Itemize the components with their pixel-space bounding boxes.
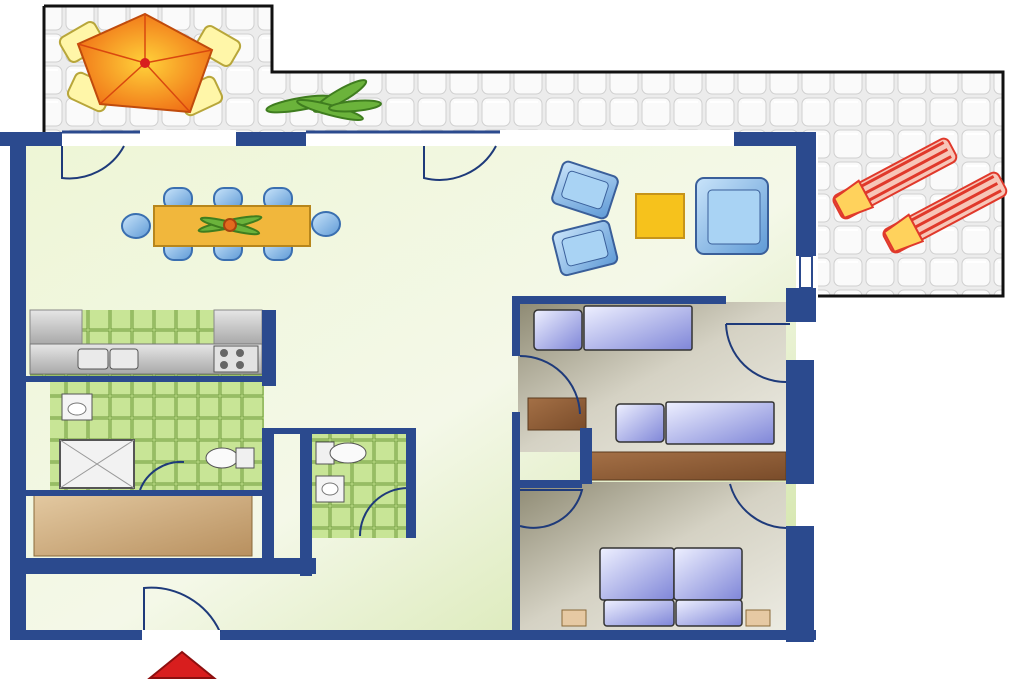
washbasin-icon	[315, 475, 345, 503]
bathroom	[50, 382, 264, 491]
wardrobe	[589, 451, 787, 481]
coffee-table	[635, 193, 685, 239]
sofa	[695, 177, 769, 255]
walls	[0, 130, 816, 642]
storage-room	[33, 493, 253, 557]
kitchen	[29, 309, 263, 376]
nightstand	[527, 397, 587, 431]
sink-icon	[77, 348, 139, 370]
toilet-icon	[315, 441, 367, 465]
lounge	[551, 160, 769, 277]
dining-table	[121, 187, 341, 261]
toilet-icon	[205, 447, 255, 469]
washbasin-icon	[61, 393, 93, 421]
parasol-icon	[58, 12, 242, 117]
stove-icon	[213, 345, 259, 373]
plant-icon	[197, 215, 263, 236]
plant-icon	[265, 79, 382, 122]
bedroom-1	[518, 302, 790, 452]
bedroom-2	[518, 482, 787, 630]
entrance-marker-icon	[147, 650, 217, 679]
sun-lounger-icon	[832, 137, 1008, 254]
terrace	[42, 4, 1005, 298]
guest-wc	[312, 428, 414, 538]
entrance-door	[142, 586, 221, 640]
doors	[61, 130, 734, 640]
